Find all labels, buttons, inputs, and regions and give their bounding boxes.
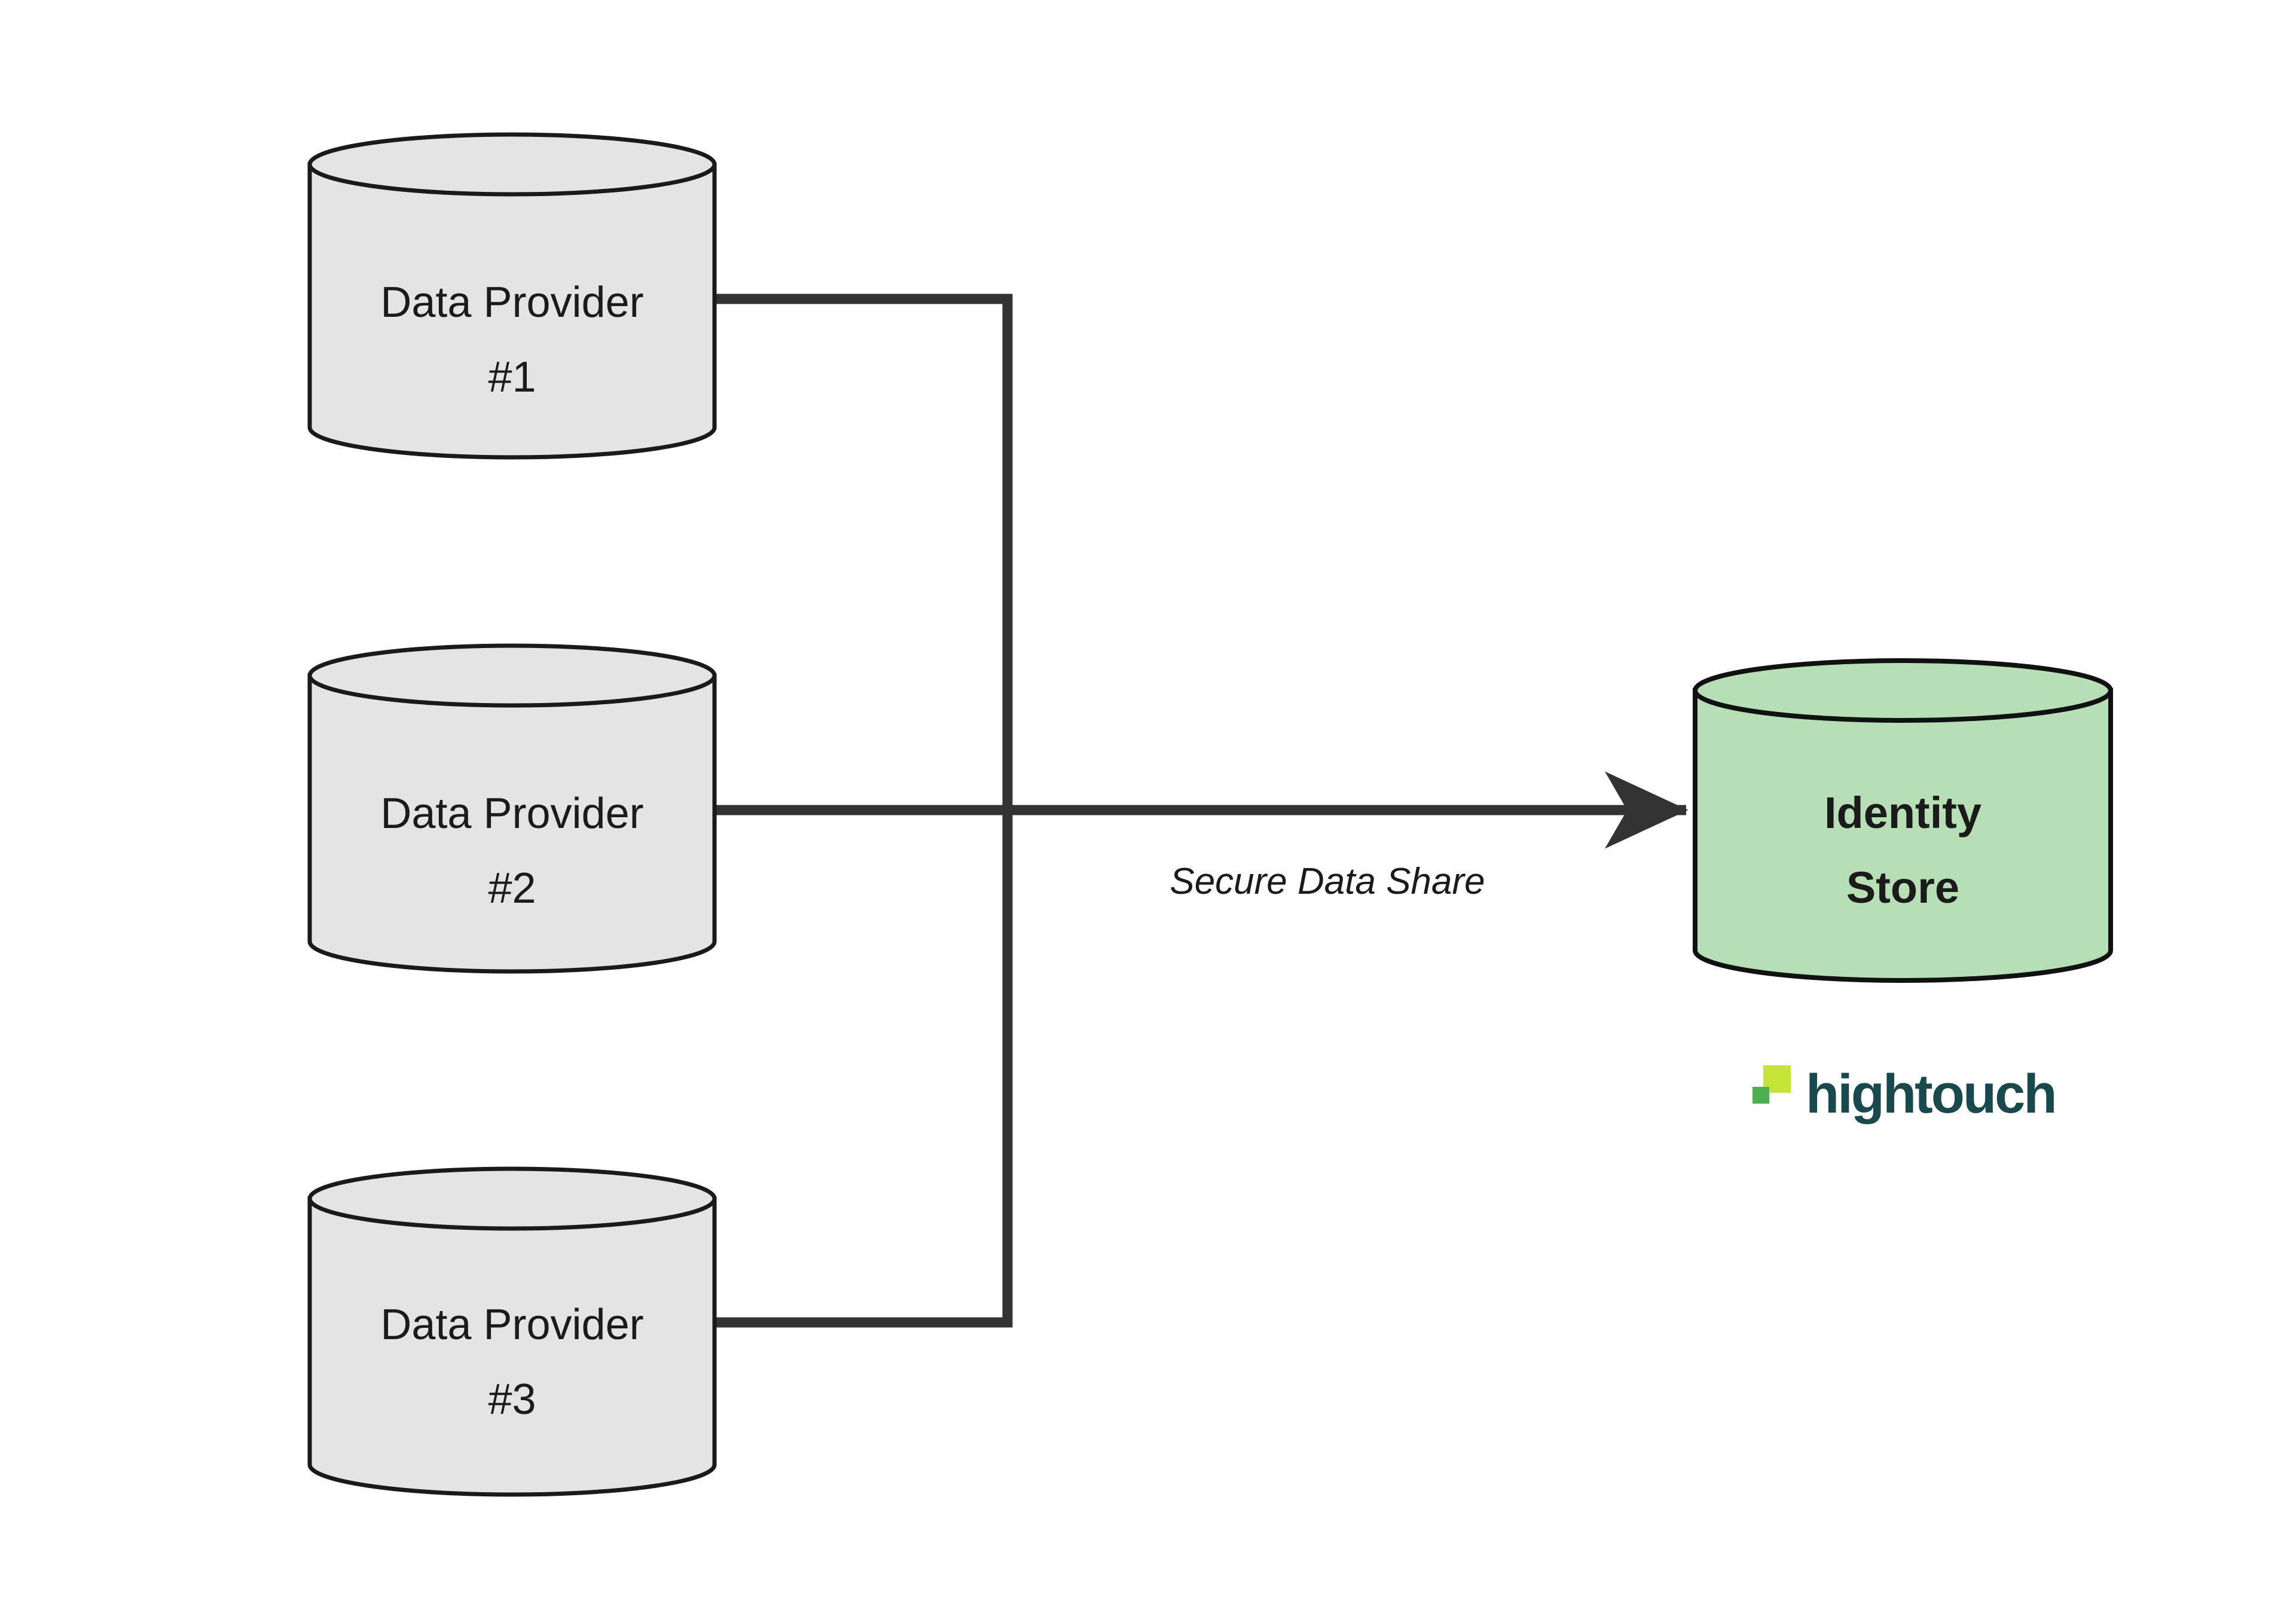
node-identity-store[interactable]: Identity Store <box>1693 658 2113 983</box>
cylinder-body <box>307 1196 717 1497</box>
node-data-provider-1[interactable]: Data Provider #1 <box>307 132 717 460</box>
provider-1-label-line2: #1 <box>488 353 536 401</box>
provider-2-label-line2: #2 <box>488 864 536 912</box>
cylinder-top-cap <box>1693 658 2113 723</box>
secure-data-share-label: Secure Data Share <box>1170 861 1485 902</box>
cylinder-top-cap <box>307 1166 717 1231</box>
cylinder-top-cap <box>307 643 717 708</box>
connector-group <box>715 294 1689 1328</box>
node-data-provider-3[interactable]: Data Provider #3 <box>307 1166 717 1497</box>
provider-3-label-line1: Data Provider <box>380 1301 643 1349</box>
logo-wordmark: hightouch <box>1806 1064 2056 1125</box>
identity-store-label-line2: Store <box>1846 863 1959 912</box>
cylinder-body <box>307 162 717 460</box>
cylinder-body <box>307 673 717 974</box>
cylinder-top-cap <box>307 132 717 197</box>
hightouch-logo: hightouch <box>1752 1064 2057 1125</box>
logo-green-square-icon <box>1752 1087 1769 1104</box>
identity-store-label-line1: Identity <box>1824 788 1981 838</box>
connector-provider-1 <box>715 294 1013 810</box>
provider-2-label-line1: Data Provider <box>380 790 643 838</box>
provider-3-label-line2: #3 <box>488 1376 536 1423</box>
provider-1-label-line1: Data Provider <box>380 279 643 326</box>
cylinder-body <box>1693 688 2113 983</box>
node-data-provider-2[interactable]: Data Provider #2 <box>307 643 717 974</box>
connector-provider-3 <box>715 810 1013 1328</box>
